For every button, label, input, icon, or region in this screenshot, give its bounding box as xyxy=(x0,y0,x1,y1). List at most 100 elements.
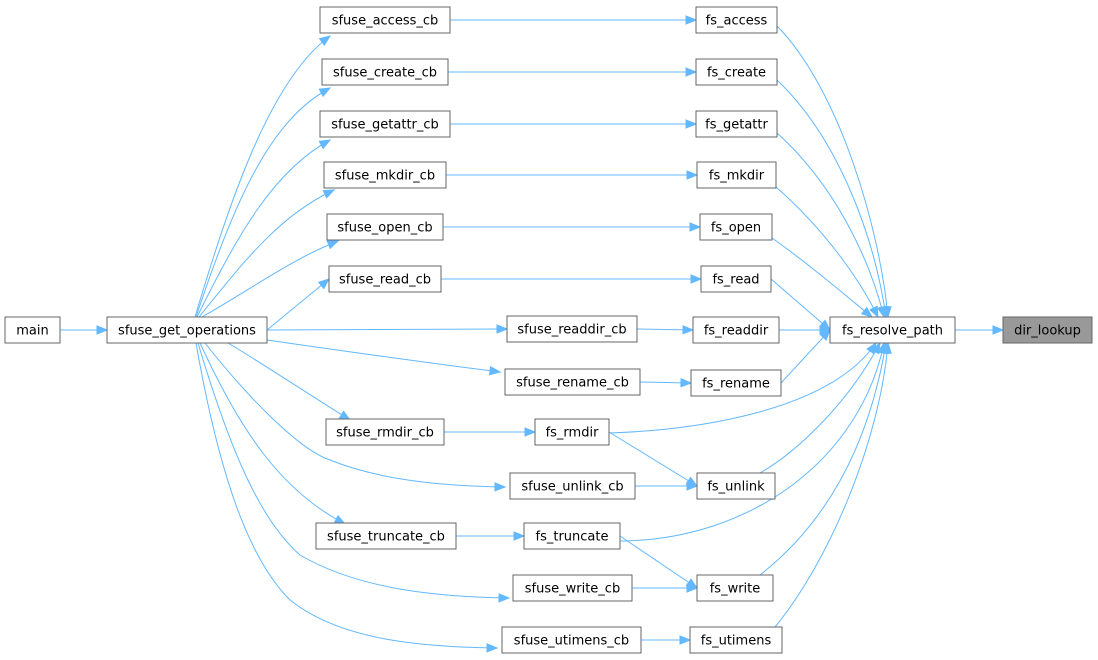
arrowhead xyxy=(860,306,874,318)
node-label: fs_create xyxy=(707,66,766,81)
node-box xyxy=(501,626,642,654)
node-fs-create[interactable]: fs_create xyxy=(695,58,778,86)
node-fs-unlink[interactable]: fs_unlink xyxy=(696,472,776,500)
arrowhead xyxy=(318,35,332,47)
arrowhead xyxy=(318,87,332,98)
edge-sfuse_get_operations-to-sfuse_write_cb xyxy=(197,342,511,603)
node-sfuse-write-cb[interactable]: sfuse_write_cb xyxy=(512,574,633,602)
edge-fs_open-to-fs_resolve_path xyxy=(771,237,874,318)
node-sfuse-unlink-cb[interactable]: sfuse_unlink_cb xyxy=(509,472,636,500)
node-box xyxy=(106,316,268,344)
arrowhead xyxy=(685,476,699,487)
node-label: fs_rename xyxy=(702,377,770,392)
node-fs-readdir[interactable]: fs_readdir xyxy=(692,316,780,344)
node-box xyxy=(319,6,451,34)
arrowhead xyxy=(318,139,332,150)
node-sfuse-getattr-cb[interactable]: sfuse_getattr_cb xyxy=(319,110,451,138)
node-box xyxy=(323,161,447,189)
node-box xyxy=(4,316,61,344)
arrowhead xyxy=(685,67,698,77)
node-label: fs_utimens xyxy=(701,634,772,649)
arrowhead xyxy=(876,305,887,319)
node-label: sfuse_readdir_cb xyxy=(517,323,626,338)
edge-sfuse_rename_cb-to-fs_rename xyxy=(639,378,693,388)
node-box xyxy=(696,161,777,189)
node-fs-rmdir[interactable]: fs_rmdir xyxy=(534,418,610,446)
arrowhead xyxy=(685,15,698,25)
arrowhead xyxy=(819,329,831,341)
node-main[interactable]: main xyxy=(4,316,61,344)
node-label: fs_read xyxy=(712,273,759,288)
arrowhead xyxy=(317,278,331,290)
node-box xyxy=(509,472,636,500)
node-label: fs_rmdir xyxy=(546,426,599,441)
node-fs-read[interactable]: fs_read xyxy=(700,265,772,293)
edge-sfuse_get_operations-to-sfuse_access_cb xyxy=(194,35,332,318)
node-box xyxy=(534,418,610,446)
node-sfuse-rmdir-cb[interactable]: sfuse_rmdir_cb xyxy=(325,418,445,446)
node-box xyxy=(829,316,956,344)
node-sfuse-open-cb[interactable]: sfuse_open_cb xyxy=(326,213,444,241)
edge-sfuse_getattr_cb-to-fs_getattr xyxy=(450,119,698,129)
node-label: sfuse_get_operations xyxy=(118,324,256,339)
node-sfuse-get-operations[interactable]: sfuse_get_operations xyxy=(106,316,268,344)
node-fs-write[interactable]: fs_write xyxy=(696,574,774,602)
node-sfuse-readdir-cb[interactable]: sfuse_readdir_cb xyxy=(506,315,638,343)
node-fs-mkdir[interactable]: fs_mkdir xyxy=(696,161,777,189)
node-fs-getattr[interactable]: fs_getattr xyxy=(695,110,778,138)
node-fs-access[interactable]: fs_access xyxy=(695,6,778,34)
edge-fs_read-to-fs_resolve_path xyxy=(770,278,832,331)
node-box xyxy=(506,315,638,343)
arrowhead xyxy=(486,643,499,653)
node-sfuse-create-cb[interactable]: sfuse_create_cb xyxy=(321,58,449,86)
node-sfuse-access-cb[interactable]: sfuse_access_cb xyxy=(319,6,451,34)
node-label: sfuse_read_cb xyxy=(339,273,431,288)
node-fs-truncate[interactable]: fs_truncate xyxy=(523,522,621,550)
edge-sfuse_truncate_cb-to-fs_truncate xyxy=(456,531,526,541)
node-box xyxy=(689,626,783,654)
arrowhead xyxy=(686,170,699,180)
edge-fs_readdir-to-fs_resolve_path xyxy=(779,325,832,335)
edge-sfuse_get_operations-to-sfuse_open_cb xyxy=(201,240,340,318)
node-sfuse-truncate-cb[interactable]: sfuse_truncate_cb xyxy=(315,522,457,550)
edge-main-to-sfuse_get_operations xyxy=(60,325,109,335)
node-sfuse-utimens-cb[interactable]: sfuse_utimens_cb xyxy=(501,626,642,654)
arrowhead xyxy=(682,325,695,335)
node-sfuse-mkdir-cb[interactable]: sfuse_mkdir_cb xyxy=(323,161,447,189)
node-box xyxy=(315,522,457,550)
node-dir-lookup[interactable]: dir_lookup xyxy=(1002,316,1093,344)
arrowhead xyxy=(524,427,537,437)
node-box xyxy=(699,213,773,241)
node-box xyxy=(512,574,633,602)
edge-sfuse_get_operations-to-sfuse_rmdir_cb xyxy=(227,342,352,421)
edge-sfuse_get_operations-to-sfuse_readdir_cb xyxy=(266,324,509,334)
node-label: sfuse_unlink_cb xyxy=(521,480,623,495)
node-fs-resolve-path[interactable]: fs_resolve_path xyxy=(829,316,956,344)
arrowhead xyxy=(685,119,698,129)
arrowhead xyxy=(322,189,336,199)
node-label: fs_resolve_path xyxy=(842,324,943,339)
node-box xyxy=(695,58,778,86)
edge-sfuse_mkdir_cb-to-fs_mkdir xyxy=(446,170,699,180)
node-box xyxy=(1002,316,1093,344)
edge-sfuse_get_operations-to-sfuse_unlink_cb xyxy=(204,342,507,492)
node-label: fs_write xyxy=(710,582,761,597)
node-label: sfuse_rename_cb xyxy=(516,376,629,391)
edge-sfuse_get_operations-to-sfuse_truncate_cb xyxy=(199,342,347,525)
node-fs-open[interactable]: fs_open xyxy=(699,213,773,241)
arrowhead xyxy=(870,341,881,355)
node-fs-rename[interactable]: fs_rename xyxy=(690,369,782,397)
edge-sfuse_utimens_cb-to-fs_utimens xyxy=(641,635,692,645)
node-label: fs_readdir xyxy=(704,324,769,339)
node-sfuse-rename-cb[interactable]: sfuse_rename_cb xyxy=(504,368,641,396)
edge-sfuse_get_operations-to-sfuse_mkdir_cb xyxy=(198,189,336,318)
node-box xyxy=(325,418,445,446)
node-fs-utimens[interactable]: fs_utimens xyxy=(689,626,783,654)
node-box xyxy=(696,574,774,602)
nodes-layer: main sfuse_get_operations sfuse_access_cbs… xyxy=(4,6,1093,654)
node-box xyxy=(690,369,782,397)
node-sfuse-read-cb[interactable]: sfuse_read_cb xyxy=(328,265,442,293)
edge-fs_resolve_path-to-dir_lookup xyxy=(955,325,1005,335)
edge-sfuse_access_cb-to-fs_access xyxy=(450,15,698,25)
